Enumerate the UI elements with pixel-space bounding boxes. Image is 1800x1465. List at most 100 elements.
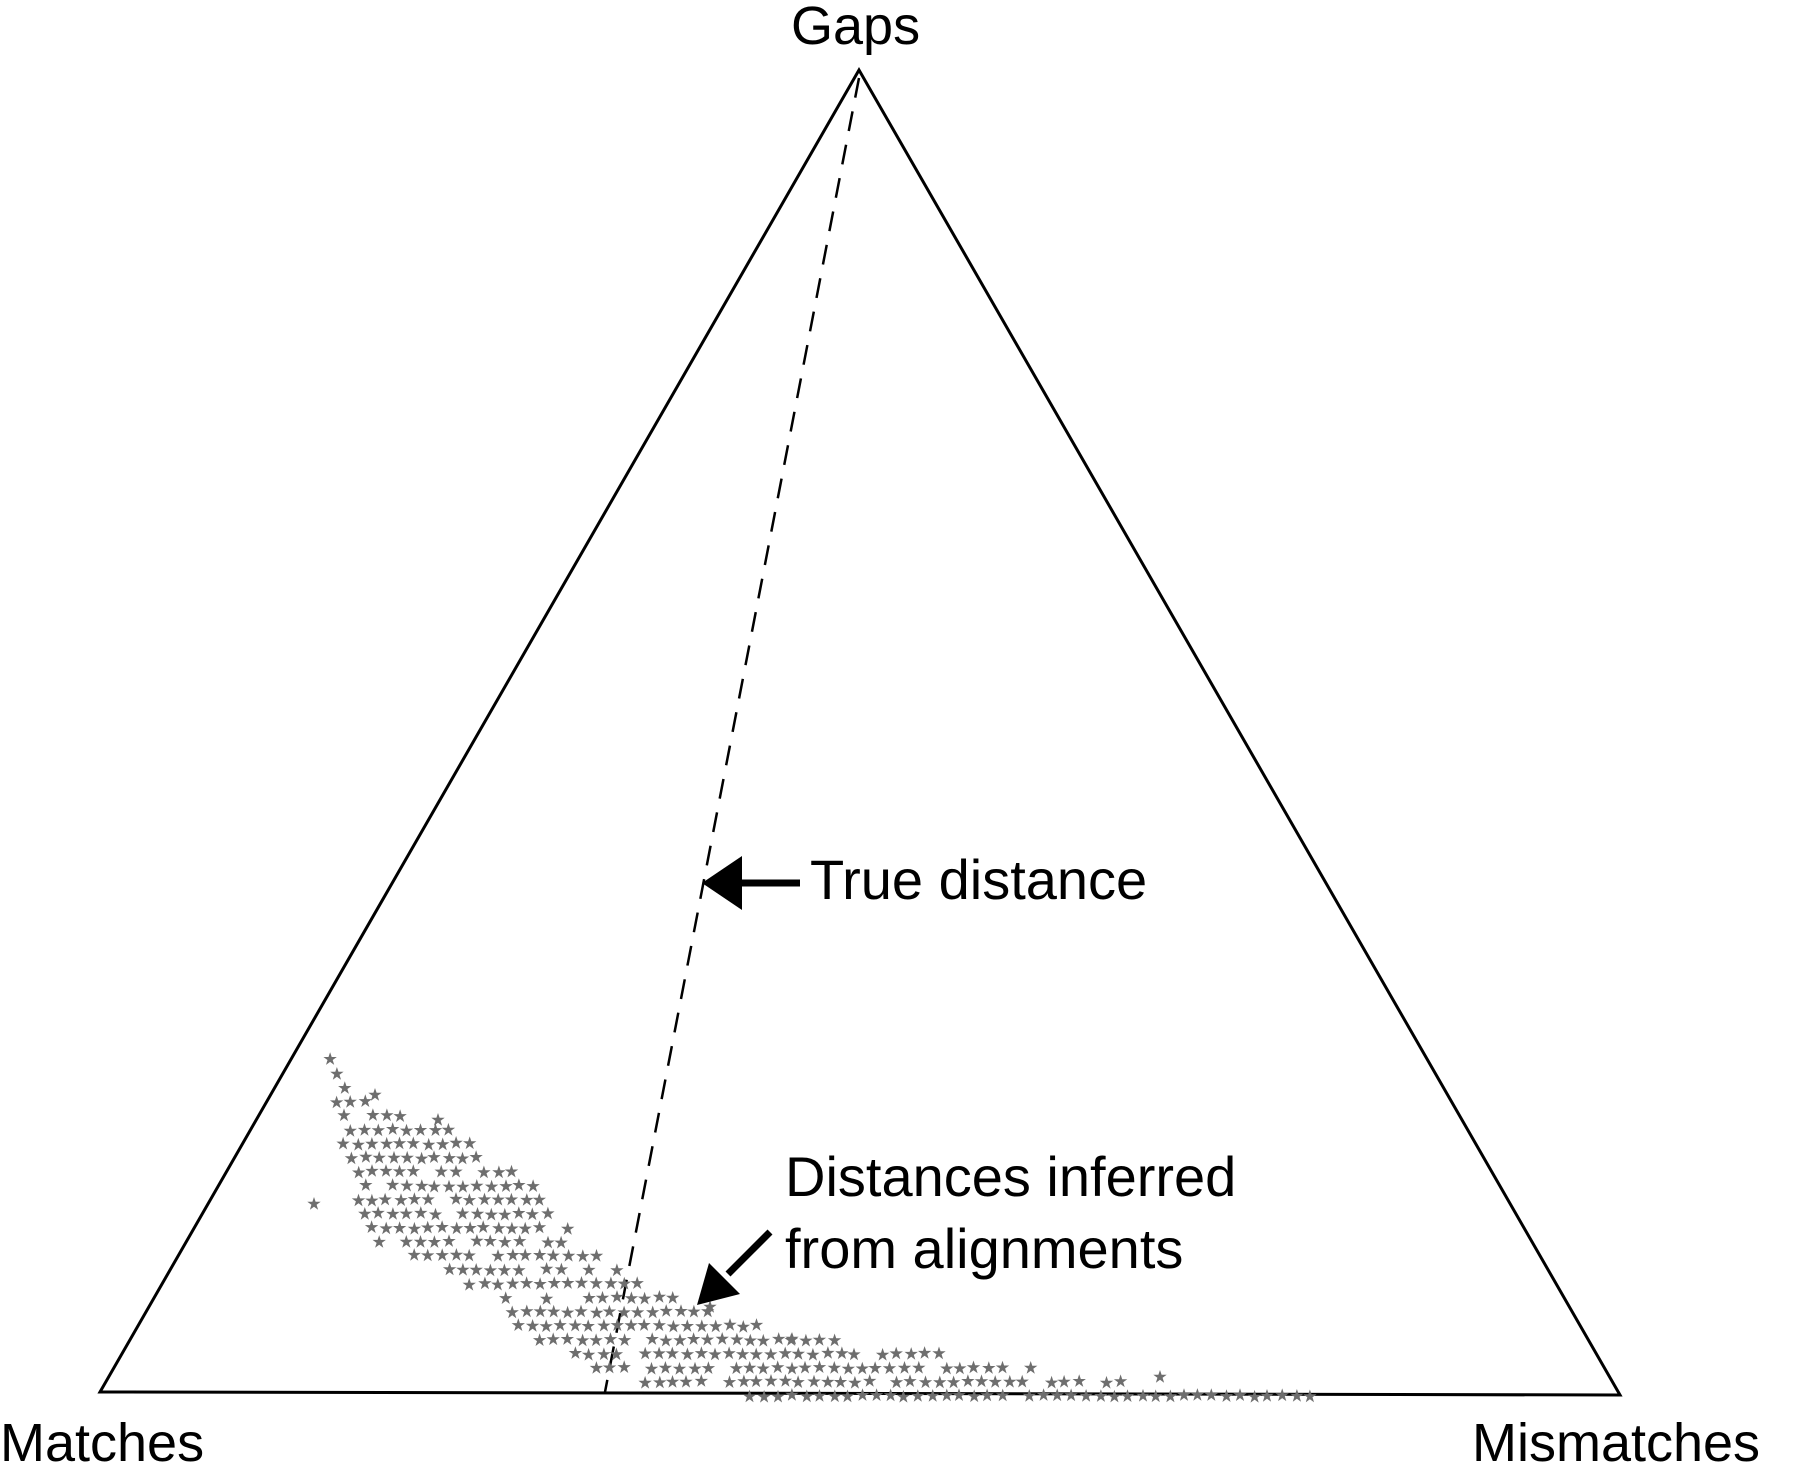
star-icon <box>799 1333 813 1347</box>
star-icon <box>512 1206 526 1219</box>
star-icon <box>413 1235 428 1248</box>
star-icon <box>933 1375 947 1389</box>
star-icon <box>436 1137 450 1151</box>
star-icon <box>652 1318 666 1332</box>
star-icon <box>917 1346 932 1359</box>
star-icon <box>431 1113 445 1126</box>
star-icon <box>785 1361 799 1375</box>
star-icon <box>519 1276 534 1289</box>
star-icon <box>407 1221 422 1235</box>
star-icon <box>518 1248 532 1261</box>
star-icon <box>630 1276 644 1289</box>
star-icon <box>323 1052 337 1065</box>
star-icon <box>554 1262 569 1276</box>
star-icon <box>904 1347 918 1360</box>
star-icon <box>988 1375 1002 1388</box>
star-icon <box>735 1347 750 1361</box>
star-icon <box>455 1151 470 1165</box>
star-icon <box>455 1206 470 1220</box>
star-icon <box>589 1248 604 1262</box>
arrow-left-icon <box>702 856 800 910</box>
star-icon <box>351 1137 365 1151</box>
star-icon <box>407 1248 421 1261</box>
star-icon <box>932 1346 946 1360</box>
star-icon <box>399 1206 413 1220</box>
star-icon <box>547 1304 561 1318</box>
star-icon <box>743 1361 757 1374</box>
star-icon <box>674 1304 688 1317</box>
star-icon <box>385 1178 400 1191</box>
star-icon <box>469 1263 483 1276</box>
star-icon <box>506 1248 520 1261</box>
star-icon <box>673 1333 687 1347</box>
star-icon <box>532 1220 547 1234</box>
star-icon <box>351 1193 366 1207</box>
star-icon <box>645 1332 659 1345</box>
star-icon <box>875 1347 890 1361</box>
star-icon <box>359 1150 373 1163</box>
star-icon <box>653 1375 667 1389</box>
star-icon <box>406 1136 420 1150</box>
star-icon <box>371 1123 385 1137</box>
star-icon <box>343 1124 357 1137</box>
star-icon <box>1153 1370 1167 1383</box>
star-icon <box>1057 1374 1071 1388</box>
star-icon <box>666 1291 680 1304</box>
arrow-down-left-icon <box>697 1229 773 1305</box>
star-icon <box>665 1375 680 1388</box>
star-icon <box>427 1235 442 1248</box>
star-icon <box>666 1319 681 1333</box>
star-icon <box>840 1389 855 1403</box>
star-icon <box>560 1305 575 1319</box>
star-icon <box>723 1318 737 1331</box>
true-distance-line <box>603 77 861 1393</box>
star-icon <box>560 1332 574 1345</box>
star-icon <box>512 1178 526 1191</box>
star-icon <box>379 1221 393 1235</box>
mismatches-vertex-label: Mismatches <box>1472 1413 1760 1465</box>
star-icon <box>833 1375 848 1388</box>
star-icon <box>338 1081 352 1094</box>
star-icon <box>533 1277 547 1290</box>
star-icon <box>590 1306 604 1319</box>
star-icon <box>841 1361 855 1375</box>
star-icon <box>491 1249 505 1262</box>
star-icon <box>329 1095 344 1109</box>
star-icon <box>422 1137 436 1151</box>
star-icon <box>470 1207 485 1220</box>
star-icon <box>504 1192 519 1206</box>
star-icon <box>637 1318 651 1331</box>
star-icon <box>399 1235 413 1248</box>
star-icon <box>336 1136 350 1150</box>
star-icon <box>492 1221 506 1235</box>
star-icon <box>736 1320 750 1333</box>
star-icon <box>462 1193 477 1206</box>
star-icon <box>427 1150 441 1163</box>
star-icon <box>1247 1389 1262 1403</box>
star-icon <box>520 1304 534 1318</box>
star-icon <box>1015 1374 1029 1388</box>
star-icon <box>708 1347 722 1361</box>
star-icon <box>709 1319 723 1333</box>
star-icon <box>498 1235 512 1248</box>
star-icon <box>484 1179 499 1193</box>
star-icon <box>821 1346 835 1359</box>
star-icon <box>576 1249 590 1262</box>
star-icon <box>435 1220 449 1233</box>
star-icon <box>694 1374 708 1387</box>
star-icon <box>359 1178 373 1191</box>
star-icon <box>646 1305 660 1319</box>
star-icon <box>791 1347 805 1360</box>
star-icon <box>847 1347 861 1361</box>
star-icon <box>365 1164 379 1177</box>
star-icon <box>539 1262 554 1275</box>
star-icon <box>771 1360 785 1374</box>
star-icon <box>330 1067 344 1080</box>
star-icon <box>442 1234 456 1247</box>
star-icon <box>477 1165 491 1179</box>
star-icon <box>337 1108 351 1122</box>
star-icon <box>532 1193 546 1206</box>
star-icon <box>652 1290 667 1303</box>
star-icon <box>967 1389 981 1403</box>
